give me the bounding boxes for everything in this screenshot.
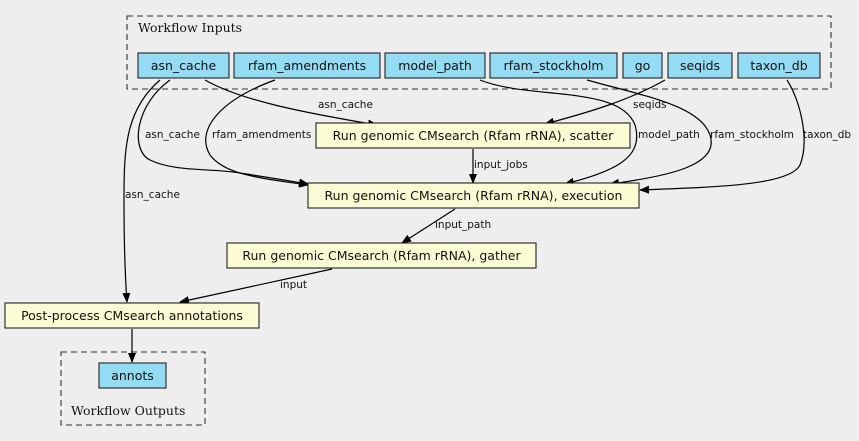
svg-text:go: go [635,58,651,73]
input-node-model_path[interactable]: model_path [384,52,486,79]
edge-model_path-execution: model_path [479,79,700,186]
edge-asn_cache-execution: asn_cache [137,79,309,187]
svg-text:taxon_db: taxon_db [750,58,807,73]
edge-taxon_db-execution: taxon_db [639,79,851,194]
edge-seqids-scatter: seqids [544,79,667,126]
svg-text:annots: annots [111,368,154,383]
input-node-seqids[interactable]: seqids [667,52,733,79]
svg-text:Post-process CMsearch annotati: Post-process CMsearch annotations [21,308,243,323]
edge-asn_cache-postprocess: asn_cache [122,79,180,303]
workflow-outputs-cluster: Workflow Outputs [60,351,206,426]
edge-label: asn_cache [145,129,200,141]
svg-text:rfam_stockholm: rfam_stockholm [503,58,603,73]
edge-label: seqids [633,99,667,111]
edge-scatter-execution: input_jobs [469,149,528,184]
svg-text:asn_cache: asn_cache [151,58,217,73]
svg-text:model_path: model_path [398,58,472,73]
workflow-inputs-label: Workflow Inputs [138,20,242,35]
edge-label: model_path [638,129,700,141]
input-node-go[interactable]: go [622,52,663,79]
step-node-gather[interactable]: Run genomic CMsearch (Rfam rRNA), gather [226,242,537,269]
edge-label: input_jobs [474,159,528,171]
svg-text:seqids: seqids [680,58,720,73]
edge-label: input [280,279,307,291]
svg-text:Run genomic CMsearch (Rfam rRN: Run genomic CMsearch (Rfam rRNA), gather [242,248,521,263]
input-node-rfam_amendments[interactable]: rfam_amendments [233,52,381,79]
step-node-execution[interactable]: Run genomic CMsearch (Rfam rRNA), execut… [307,182,640,209]
edge-gather-postprocess: input [179,268,333,304]
svg-text:Run genomic CMsearch (Rfam rRN: Run genomic CMsearch (Rfam rRNA), scatte… [333,128,615,143]
workflow-inputs-cluster: Workflow Inputs [126,15,832,90]
svg-text:rfam_amendments: rfam_amendments [248,58,366,73]
edge-rfam_amendments-execution: rfam_amendments [205,79,311,188]
edge-execution-gather: input_path [401,208,491,244]
edge-label: input_path [435,219,491,231]
edge-label: asn_cache [125,189,180,201]
svg-text:Run genomic CMsearch (Rfam rRN: Run genomic CMsearch (Rfam rRNA), execut… [325,188,623,203]
input-node-rfam_stockholm[interactable]: rfam_stockholm [489,52,618,79]
input-node-taxon_db[interactable]: taxon_db [737,52,821,79]
workflow-outputs-label: Workflow Outputs [71,403,185,418]
edge-asn_cache-scatter: asn_cache [204,79,378,128]
step-node-postprocess[interactable]: Post-process CMsearch annotations [4,302,260,329]
edge-label: rfam_amendments [212,129,311,141]
edge-label: rfam_stockholm [710,129,794,141]
edge-rfam_stockholm-execution: rfam_stockholm [586,79,794,187]
edge-label: taxon_db [803,129,851,141]
input-node-asn_cache[interactable]: asn_cache [137,52,230,79]
step-node-scatter[interactable]: Run genomic CMsearch (Rfam rRNA), scatte… [315,122,631,149]
output-node-annots[interactable]: annots [98,362,167,389]
edge-label: asn_cache [318,99,373,111]
